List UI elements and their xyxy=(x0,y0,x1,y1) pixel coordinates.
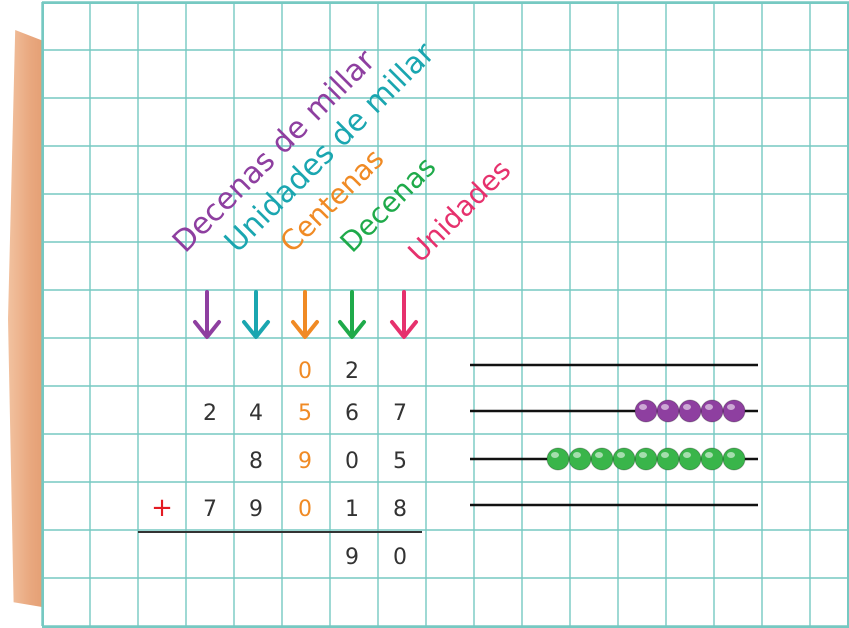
result-digit: 0 xyxy=(393,545,407,570)
abacus-bead xyxy=(590,447,614,471)
bead-highlight xyxy=(727,452,735,458)
abacus xyxy=(470,363,758,507)
carry-digit: 2 xyxy=(345,359,359,384)
bead-highlight xyxy=(595,452,603,458)
addend-digit: 9 xyxy=(249,497,263,522)
addend-digit: 8 xyxy=(249,449,263,474)
arrow-down-icon xyxy=(390,290,418,339)
addend-digit: 9 xyxy=(298,449,312,474)
addend-digit: 2 xyxy=(203,401,217,426)
plus-sign: + xyxy=(151,493,173,523)
abacus-bead xyxy=(656,447,680,471)
arrow-down-icon xyxy=(338,290,366,339)
grid-lines xyxy=(41,1,849,627)
abacus-bead xyxy=(656,399,680,423)
arrow-down-icon xyxy=(291,290,319,339)
result-row: 9 0 xyxy=(345,545,407,570)
abacus-bead xyxy=(700,447,724,471)
abacus-bead xyxy=(612,447,636,471)
addend-digit: 7 xyxy=(203,497,217,522)
abacus-bead xyxy=(634,399,658,423)
arrow-down-icon xyxy=(242,290,270,339)
addend-digit: 1 xyxy=(345,497,359,522)
bead-highlight xyxy=(639,452,647,458)
abacus-bead xyxy=(546,447,570,471)
abacus-bead xyxy=(678,447,702,471)
bead-highlight xyxy=(573,452,581,458)
bead-highlight xyxy=(639,404,647,410)
bead-highlight xyxy=(661,452,669,458)
addend-digit: 8 xyxy=(393,497,407,522)
bead-highlight xyxy=(551,452,559,458)
addend-row-1: 2 4 5 6 7 xyxy=(203,401,407,426)
abacus-bead xyxy=(722,399,746,423)
arrow-down-icon xyxy=(193,290,221,339)
addend-digit: 7 xyxy=(393,401,407,426)
abacus-bead xyxy=(678,399,702,423)
addend-digit: 5 xyxy=(298,401,312,426)
abacus-bead xyxy=(634,447,658,471)
bead-highlight xyxy=(661,404,669,410)
place-value-headers: Decenas de millar Unidades de millar Cen… xyxy=(166,35,517,268)
abacus-bead xyxy=(722,447,746,471)
carry-digit: 0 xyxy=(298,359,312,384)
addend-digit: 4 xyxy=(249,401,263,426)
bead-highlight xyxy=(617,452,625,458)
addend-row-2: 8 9 0 5 xyxy=(249,449,407,474)
arrows xyxy=(193,290,418,339)
bead-highlight xyxy=(683,452,691,458)
addend-digit: 0 xyxy=(345,449,359,474)
addend-digit: 6 xyxy=(345,401,359,426)
carry-row: 0 2 xyxy=(298,359,359,384)
abacus-bead xyxy=(700,399,724,423)
bead-highlight xyxy=(705,404,713,410)
addend-digit: 0 xyxy=(298,497,312,522)
bead-highlight xyxy=(705,452,713,458)
addend-digit: 5 xyxy=(393,449,407,474)
bead-highlight xyxy=(727,404,735,410)
abacus-bead xyxy=(568,447,592,471)
result-digit: 9 xyxy=(345,545,359,570)
addend-row-3: + 7 9 0 1 8 xyxy=(151,493,407,523)
bead-highlight xyxy=(683,404,691,410)
